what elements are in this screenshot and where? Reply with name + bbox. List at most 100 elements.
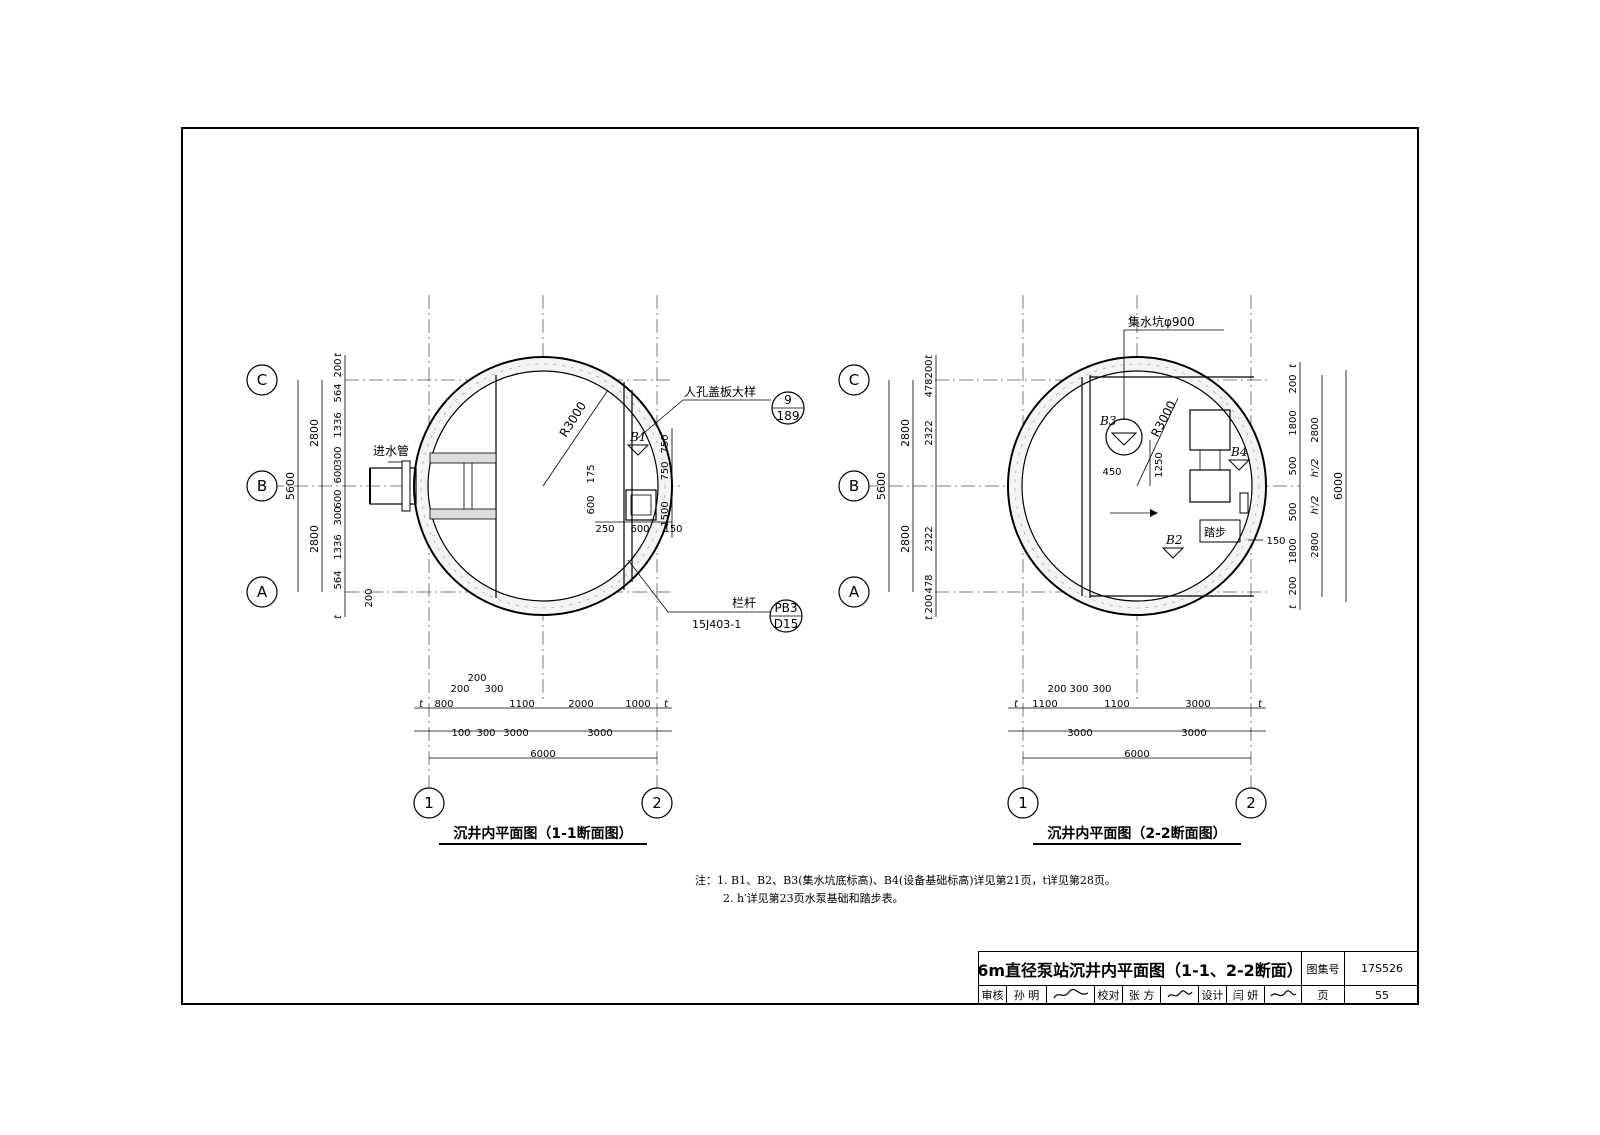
rail-leader: [627, 559, 669, 613]
axis2-bubble-c: [838, 364, 870, 396]
axis-label-a: A: [257, 583, 268, 601]
plan-2-2: B3 踏步 B4 B2 集水坑φ900 R3000 450 1250 150 C…: [838, 295, 1347, 845]
b1-label: B1: [629, 430, 646, 444]
b2dim-3000-a: 3000: [1067, 728, 1092, 739]
bdim-100: 100: [451, 728, 470, 739]
notes: 注：1. B1、B2、B3(集水坑底标高)、B4(设备基础标高)详见第21页，t…: [695, 872, 1116, 908]
dim-t-bottom: t: [333, 614, 344, 619]
bdim-t-right: t: [664, 699, 669, 710]
dim-1336-top: 1336: [333, 412, 344, 437]
axis-bubble-a: [246, 576, 278, 608]
dim2-200-top: 200: [924, 359, 935, 378]
rail-label: 栏杆: [732, 595, 756, 610]
b3-marker-icon: [1110, 432, 1138, 446]
manhole-label: 人孔盖板大样: [684, 384, 756, 399]
axis2-bubble-1: [1007, 787, 1039, 819]
inlet-flange: [401, 460, 411, 512]
reviewer-signature-icon: [1052, 988, 1088, 999]
dim2-1250: 1250: [1154, 452, 1165, 477]
dim-600-bottom: 600: [333, 489, 344, 508]
step-box: [1199, 519, 1241, 543]
dim-750-a: 750: [660, 434, 671, 453]
axis2-label-c: C: [849, 371, 859, 389]
dim-564-bottom: 564: [333, 570, 344, 589]
rdim-6000: 6000: [1332, 472, 1345, 500]
designer-signature: [1265, 985, 1302, 1005]
rdim-h-half-top: h'/2: [1310, 459, 1321, 478]
rdim-500-top: 500: [1288, 456, 1299, 475]
dim-2800-bottom: 2800: [308, 525, 321, 553]
atlas-label: 图集号: [1302, 952, 1345, 985]
b2dim-300-b: 300: [1092, 684, 1111, 695]
manhole-ref-bottom: 189: [777, 409, 800, 423]
drawing-title: 6m直径泵站沉井内平面图（1-1、2-2断面）: [977, 952, 1303, 985]
title-block-row-1: 6m直径泵站沉井内平面图（1-1、2-2断面） 图集号 17S526: [977, 952, 1419, 986]
b2dim-200: 200: [1047, 684, 1066, 695]
bdim-200-b: 200: [467, 673, 486, 684]
b2dim-6000: 6000: [1124, 749, 1149, 760]
b1-marker-icon: [626, 444, 650, 456]
rdim-1800-top: 1800: [1288, 410, 1299, 435]
rdim-200-top: 200: [1288, 374, 1299, 393]
b2dim-3000-b: 3000: [1181, 728, 1206, 739]
radius-leader: [542, 389, 609, 487]
dim2-200-bottom: 200: [924, 594, 935, 613]
dim2-t-bottom: t: [924, 615, 935, 620]
dim2-478-top: 478: [924, 378, 935, 397]
dim2-2322-top: 2322: [924, 420, 935, 445]
reviewer-signature: [1047, 985, 1095, 1005]
rdim-200-bottom: 200: [1288, 576, 1299, 595]
axis2-label-a: A: [849, 583, 860, 601]
b2dim-1100-a: 1100: [1032, 699, 1057, 710]
dim-1336-bottom: 1336: [333, 534, 344, 559]
manhole-leader: [637, 399, 684, 439]
dim-150: 150: [663, 524, 682, 535]
dim-175: 175: [586, 464, 597, 483]
left-inner-dims: t 200 564 1336 300 600 600 300 1336 564 …: [333, 352, 375, 619]
dim-250: 250: [595, 524, 614, 535]
bdim-300: 300: [484, 684, 503, 695]
page-number: 55: [1375, 988, 1389, 1002]
rdim-500-bottom: 500: [1288, 502, 1299, 521]
b2dim-1100-b: 1100: [1104, 699, 1129, 710]
rail-ref-bottom: D15: [774, 617, 799, 631]
title-block-row-2: 审核 孙 明 校对 张 方 设计 闫 妍 页 55: [979, 985, 1419, 1005]
axis-bubble-2: [641, 787, 673, 819]
dim-300-top: 300: [333, 446, 344, 465]
channel-wall-top: [429, 452, 497, 464]
step-label: 踏步: [1204, 525, 1226, 539]
sheet-frame: [181, 127, 1419, 1005]
rdim-h-half-bottom: h'/2: [1310, 496, 1321, 515]
rdim-2800-top: 2800: [1310, 417, 1321, 442]
bdim-6000: 6000: [530, 749, 555, 760]
dim-2800-top: 2800: [308, 419, 321, 447]
bdim-300-b: 300: [476, 728, 495, 739]
dim-564-top: 564: [333, 383, 344, 402]
dim2-478-bottom: 478: [924, 574, 935, 593]
design-label: 设计: [1199, 985, 1227, 1005]
axis-label-1: 1: [424, 794, 434, 812]
b2-marker-icon: [1161, 547, 1185, 559]
b2-label: B2: [1165, 533, 1182, 547]
ladder-icon: [1239, 492, 1249, 514]
rail-ref-top: PB3: [774, 601, 797, 615]
dim-600-top: 600: [333, 464, 344, 483]
checker-signature: [1161, 985, 1199, 1005]
axis2-bubble-a: [838, 576, 870, 608]
axis-bubble-c: [246, 364, 278, 396]
designer-signature-icon: [1270, 990, 1297, 997]
bdim-200-a: 200: [450, 684, 469, 695]
plan-1-1: B1 进水管 R3000 人孔盖板大样 9 189 栏杆 15J403-1 PB…: [246, 295, 805, 845]
checker-name: 张 方: [1123, 985, 1161, 1005]
plan-1-title: 沉井内平面图（1-1断面图）: [453, 825, 632, 842]
wall-hatch: [420, 363, 666, 609]
axis-label-c: C: [257, 371, 267, 389]
bdim-2000: 2000: [568, 699, 593, 710]
page-label: 页: [1302, 985, 1345, 1005]
b2dim-300-a: 300: [1069, 684, 1088, 695]
b2dim-t-left: t: [1014, 699, 1019, 710]
radius2-leader: [1136, 397, 1179, 487]
designer-name: 闫 妍: [1227, 985, 1265, 1005]
axis2-bubble-2: [1235, 787, 1267, 819]
